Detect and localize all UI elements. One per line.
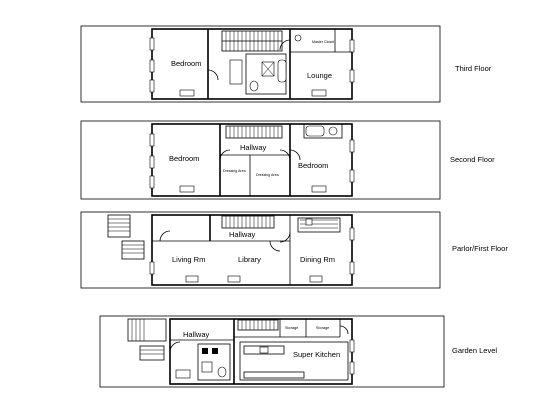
sink [305, 218, 313, 226]
window [349, 361, 355, 375]
second-floor-stairs [225, 125, 283, 139]
kitchen-sink [259, 346, 269, 354]
fixture [294, 34, 302, 42]
garden-level-label: Garden Level [452, 346, 497, 355]
window [349, 69, 355, 83]
second-floor-plan: Bedroom Hallway Bedroom Dressing Area Dr… [80, 120, 441, 200]
window [149, 37, 155, 51]
third-floor-room-master-closet: Master Closet [312, 40, 334, 44]
door-swing [279, 231, 291, 243]
garden-level-room-hallway: Hallway [183, 330, 210, 339]
mechanical-unit [202, 348, 208, 354]
garden-level-room-storage-2: Storage [316, 326, 329, 330]
third-floor-room-lounge: Lounge [307, 71, 332, 80]
door-swing [169, 341, 181, 353]
second-floor-room-dressing-area-left: Dressing Area [223, 169, 246, 173]
parlor-floor-label: Parlor/First Floor [452, 244, 508, 253]
door-swing [339, 325, 349, 335]
fireplace [179, 185, 195, 193]
door-swing [219, 149, 231, 161]
window [349, 339, 355, 353]
garden-level-areaway [127, 318, 167, 361]
fireplace [175, 369, 191, 379]
toilet [217, 366, 227, 378]
third-floor-label: Third Floor [455, 64, 492, 73]
door-swing [279, 39, 291, 51]
parlor-floor-walls [151, 214, 353, 286]
second-floor-room-dressing-area-right: Dressing Area [256, 173, 279, 177]
fireplace [311, 89, 327, 97]
third-floor-lot-outline [80, 25, 441, 103]
second-floor-room-bedroom-right: Bedroom [298, 161, 328, 170]
window [149, 133, 155, 147]
washer [201, 361, 213, 373]
parlor-floor-pantry [297, 217, 341, 233]
garden-level-stairs [237, 319, 279, 331]
garden-level-lot-outline [99, 315, 445, 388]
garden-level-utility [197, 343, 231, 381]
window [349, 169, 355, 183]
parlor-floor-room-hallway: Hallway [229, 230, 256, 239]
parlor-floor-plan: Hallway Living Rm Library Dining Rm [80, 211, 441, 289]
parlor-floor-entry-stairs [107, 214, 145, 260]
garden-level-room-storage-1: Storage [285, 326, 298, 330]
parlor-floor-room-library: Library [238, 255, 261, 264]
door-swing [289, 149, 301, 161]
second-floor-label: Second Floor [450, 155, 495, 164]
third-floor-room-bedroom: Bedroom [171, 59, 201, 68]
second-floor-bath [303, 123, 343, 139]
fireplace [227, 275, 241, 283]
kitchen-counter [243, 345, 285, 355]
door-swing [269, 240, 281, 252]
window [349, 139, 355, 153]
window [149, 175, 155, 189]
fireplace [309, 275, 323, 283]
window [349, 39, 355, 53]
window [149, 79, 155, 93]
second-floor-room-bedroom-left: Bedroom [169, 154, 199, 163]
window [149, 59, 155, 73]
fireplace [179, 89, 195, 97]
garden-level-kitchen-outline [239, 341, 349, 381]
fireplace [185, 275, 199, 283]
parlor-floor-room-dining-rm: Dining Rm [300, 255, 335, 264]
door-swing [159, 230, 171, 242]
door-swing [279, 149, 291, 161]
parlor-floor-stairs [221, 215, 275, 229]
parlor-floor-lot-outline [80, 211, 441, 289]
window [349, 227, 355, 241]
mechanical-unit [212, 348, 218, 354]
bathtub [277, 59, 287, 83]
third-floor-plan: Bedroom Lounge Master Closet [80, 25, 441, 103]
second-floor-lot-outline [80, 120, 441, 200]
garden-level-plan: Storage Storage Hallway Super Kitchen [99, 315, 445, 388]
closet [229, 59, 243, 85]
window [349, 261, 355, 275]
garden-level-room-super-kitchen: Super Kitchen [293, 350, 340, 359]
fireplace [311, 185, 327, 193]
second-floor-room-hallway: Hallway [240, 143, 267, 152]
third-floor-stairs [221, 30, 283, 52]
toilet [328, 126, 338, 136]
window [149, 155, 155, 169]
kitchen-counter [243, 371, 305, 379]
door-swing [207, 69, 219, 81]
toilet [249, 80, 259, 92]
window [149, 261, 155, 275]
bathtub [305, 125, 325, 137]
parlor-floor-room-living-rm: Living Rm [172, 255, 205, 264]
